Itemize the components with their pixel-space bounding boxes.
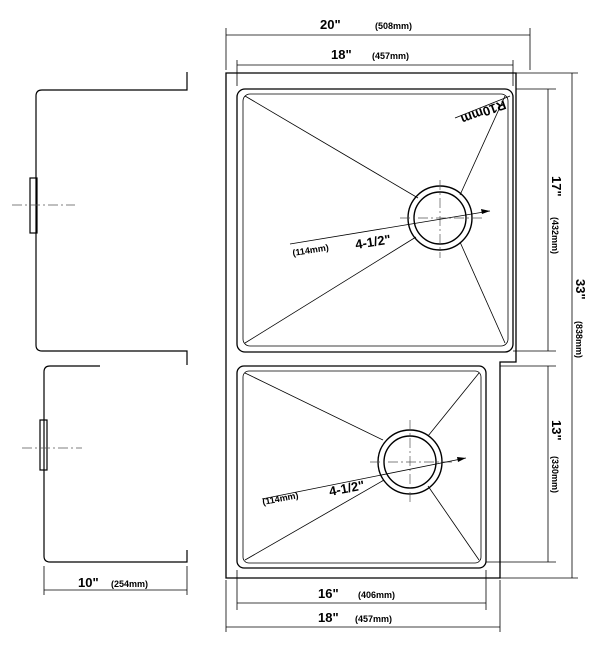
top-inner-metric: (457mm) (372, 51, 409, 61)
upper-drain-metric: (114mm) (292, 242, 330, 258)
lower-bowl-inner (242, 370, 482, 564)
right-total-label: 33" (573, 279, 588, 300)
upper-bowl-inner (242, 93, 509, 347)
right-total-metric: (838mm) (574, 321, 584, 358)
bottom-total-metric: (457mm) (355, 614, 392, 624)
lower-bowl (236, 365, 487, 569)
depth-label: 10" (78, 575, 99, 590)
lower-drain-leader (261, 457, 467, 500)
bottom-inner-label: 16" (318, 586, 339, 601)
lower-drain-size: 4-1/2" (328, 477, 366, 499)
top-width-label: 20" (320, 17, 341, 32)
upper-slope-br (459, 241, 506, 344)
bottom-inner-metric: (406mm) (358, 590, 395, 600)
side-profile: 10" (254mm) (12, 72, 188, 595)
right-lower-metric: (330mm) (550, 456, 560, 493)
upper-slope-tr (459, 95, 506, 196)
radius-leader (454, 95, 511, 119)
right-lower-label: 13" (549, 420, 564, 441)
bottom-total-label: 18" (318, 610, 339, 625)
lower-slope-tr (427, 372, 480, 437)
lower-bowl-side-outline (43, 365, 188, 563)
lower-drain-side-outlet (39, 419, 48, 471)
dimensions: 20" (508mm) 18" (457mm) 17" (432mm) 33" … (225, 17, 588, 632)
depth-metric: (254mm) (111, 579, 148, 589)
upper-drain-size: 4-1/2" (354, 232, 392, 252)
upper-bowl (236, 88, 514, 353)
lower-slope-bl (244, 479, 385, 561)
lower-drain-metric: (114mm) (261, 490, 299, 507)
plan-view: 4-1/2" (114mm) R10mm 4-1/2" (114mm) (225, 72, 517, 579)
upper-slope-bl (244, 236, 417, 344)
top-width-metric: (508mm) (375, 21, 412, 31)
upper-bowl-side-outline (35, 72, 188, 365)
right-upper-metric: (432mm) (550, 217, 560, 254)
top-inner-label: 18" (331, 47, 352, 62)
upper-drain-arrow (481, 209, 490, 214)
lower-drain-arrow (457, 457, 466, 462)
radius-label: R10mm (459, 97, 508, 127)
upper-slope-tl (244, 95, 419, 199)
upper-drain-side-outlet (29, 177, 38, 234)
upper-drain-leader (289, 210, 491, 245)
lower-slope-br (427, 485, 480, 561)
right-upper-label: 17" (549, 176, 564, 197)
lower-slope-tl (244, 372, 384, 441)
